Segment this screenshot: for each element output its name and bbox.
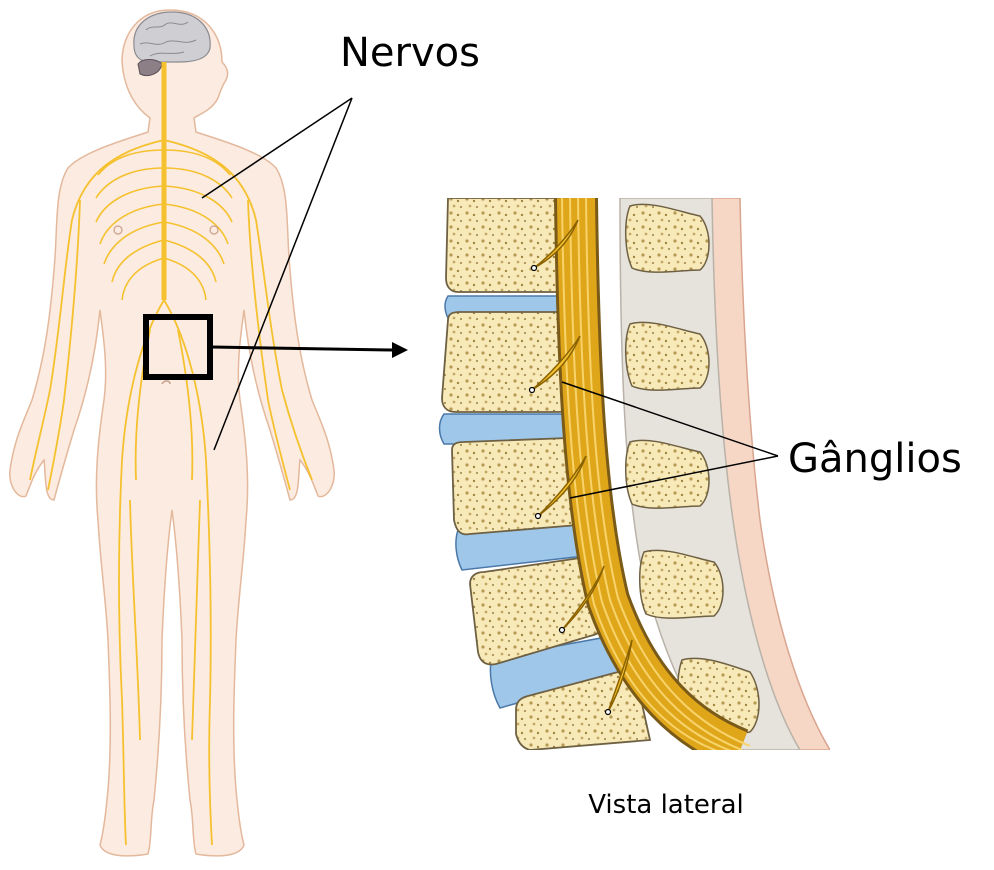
nerves-label: Nervos	[340, 30, 480, 76]
brain-folds	[139, 21, 197, 57]
ganglia-leader-lines	[561, 381, 779, 499]
highlight-box	[143, 314, 213, 380]
brain	[133, 11, 211, 63]
ganglia-label: Gânglios	[788, 436, 962, 482]
lateral-view-caption: Vista lateral	[588, 790, 744, 820]
spine-detail	[438, 198, 830, 750]
vertebral-bodies	[441, 198, 652, 750]
ganglion-endpoints	[528, 264, 612, 716]
body-silhouette	[9, 9, 335, 857]
right-nipple	[209, 225, 219, 235]
intercostal-nerves	[95, 149, 233, 301]
navel	[161, 380, 171, 385]
spinous-processes	[624, 203, 760, 736]
left-nipple	[113, 225, 123, 235]
nerves-leader-lines	[201, 97, 353, 451]
human-body	[9, 9, 335, 857]
zoom-arrow	[211, 342, 408, 358]
